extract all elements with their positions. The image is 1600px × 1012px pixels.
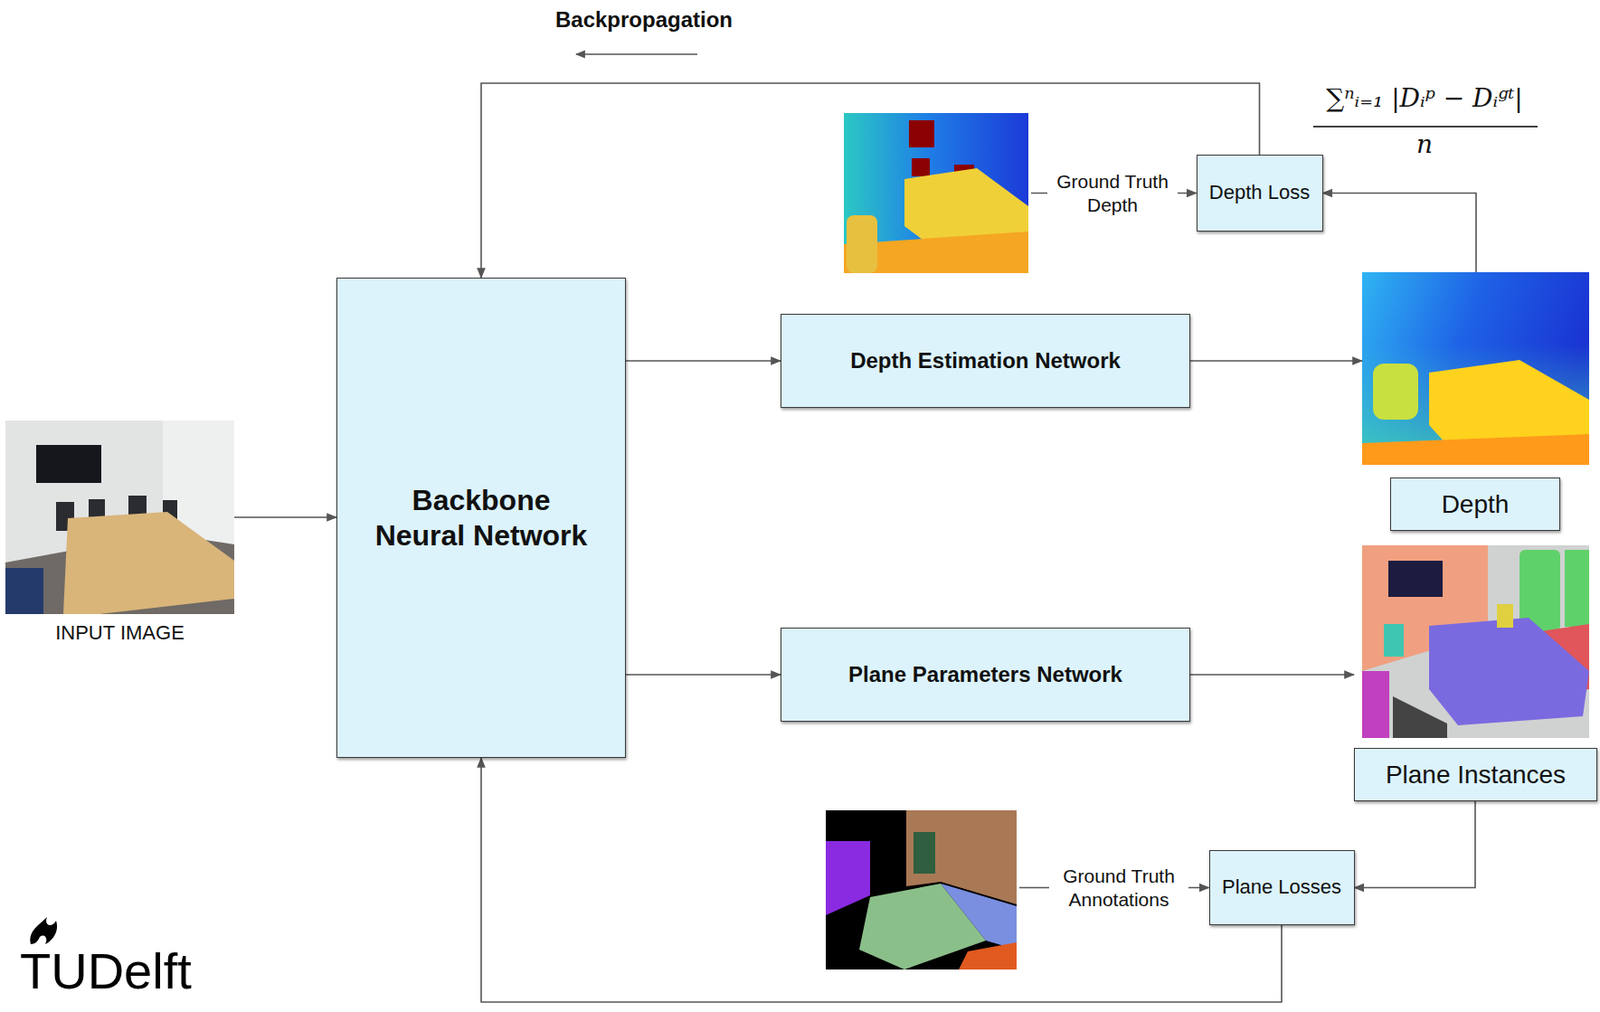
direction-arrow <box>576 53 698 56</box>
loss-box: Plane Losses <box>1209 850 1355 926</box>
connector <box>1323 193 1477 274</box>
input-label: Ground Truth Annotations <box>1049 862 1189 912</box>
backbone-box: Backbone Neural Network <box>336 277 626 758</box>
label-box: Depth <box>1390 477 1561 531</box>
node-text: Depth Estimation Network <box>850 348 1121 375</box>
node-text: Plane Losses <box>1221 875 1342 900</box>
photo-bag <box>5 568 44 615</box>
node-text: Backbone Neural Network <box>368 482 595 553</box>
fraction-bar <box>1313 125 1538 128</box>
output-node: Depth <box>1362 272 1590 531</box>
image-node: INPUT IMAGE <box>5 420 235 658</box>
connector <box>1190 359 1363 362</box>
node-text: Plane Instances <box>1385 759 1566 791</box>
annotation-segment <box>913 832 936 874</box>
annotation-ground <box>825 810 1017 970</box>
logo-flame <box>29 917 57 945</box>
node-text: Depth <box>1441 489 1510 521</box>
depth-shade <box>1362 343 1590 465</box>
depth-chair <box>1372 363 1419 420</box>
node-text: INPUT IMAGE <box>5 621 235 645</box>
depth-hole <box>911 158 930 177</box>
connector <box>481 83 1260 278</box>
photo-tv <box>36 444 102 483</box>
gt-depth-map <box>843 113 1029 274</box>
annotation-segment <box>940 883 1017 950</box>
connector <box>625 359 781 362</box>
photo-table <box>63 511 235 615</box>
plane-segment <box>1383 624 1404 657</box>
annotation-segment <box>825 841 871 916</box>
output-node: Plane Instances <box>1353 545 1598 802</box>
input-photo <box>5 420 235 615</box>
label-box: Plane Instances <box>1353 747 1598 802</box>
connector <box>625 673 781 676</box>
direction-label: Backpropagation <box>553 7 735 34</box>
plane-instance-map <box>1362 545 1590 739</box>
plane-ground <box>1362 545 1590 739</box>
depth-ground <box>843 113 1029 274</box>
annotation-segment <box>958 942 1017 970</box>
node-text: Depth Loss <box>1209 180 1310 205</box>
plane-segment <box>1496 604 1514 628</box>
input-label: Ground Truth Depth <box>1047 168 1178 218</box>
photo-ground <box>5 420 235 615</box>
caption-holder: INPUT IMAGE <box>5 621 235 645</box>
plane-table <box>1429 617 1590 726</box>
plane-segment <box>1564 549 1590 627</box>
node-text: Plane Parameters Network <box>848 662 1123 689</box>
plane-tv <box>1388 560 1443 597</box>
depth-floor <box>1362 434 1590 465</box>
connector <box>1354 801 1477 889</box>
predicted-depth-map <box>1362 272 1590 465</box>
connector <box>234 516 337 519</box>
network-box: Depth Estimation Network <box>780 313 1191 408</box>
gt-annotation-map <box>825 810 1017 970</box>
depth-hole <box>908 120 935 148</box>
plane-segment <box>1362 671 1390 739</box>
network-box: Plane Parameters Network <box>780 627 1191 722</box>
plane-shadow <box>1392 696 1448 739</box>
depth-ground <box>1362 272 1590 465</box>
loss-box: Depth Loss <box>1196 154 1324 232</box>
formula-denominator: n <box>1302 129 1547 161</box>
connector <box>1190 673 1354 676</box>
formula-numerator: ∑ⁿᵢ₌₁ |Dᵢᵖ − Dᵢᵍᵗ| <box>1302 83 1547 114</box>
connector <box>481 757 1282 1003</box>
logo-text: TUDelft <box>19 946 292 997</box>
depth-chair <box>846 215 878 274</box>
